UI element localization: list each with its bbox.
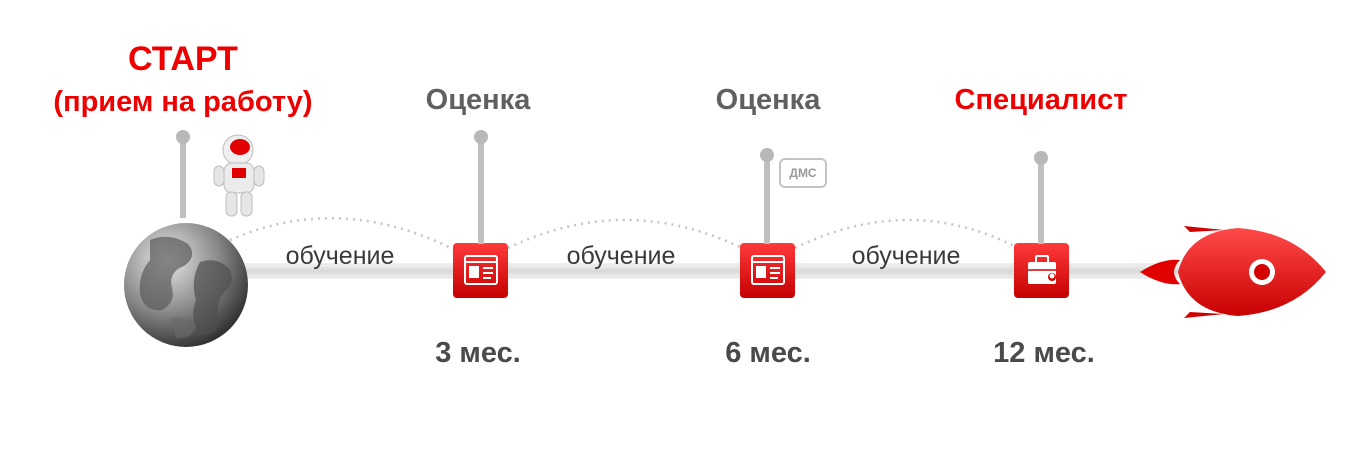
dms-badge: ДМС bbox=[779, 158, 827, 188]
thumbs-up-document-icon bbox=[453, 243, 508, 298]
milestone-2-period: 6 мес. bbox=[688, 337, 848, 370]
milestone-3-knob bbox=[1034, 151, 1048, 165]
start-marker-pole bbox=[180, 140, 186, 218]
milestone-3-pole bbox=[1038, 160, 1044, 244]
milestone-1-title: Оценка bbox=[378, 84, 578, 117]
briefcase-person-icon bbox=[1014, 243, 1069, 298]
milestone-3-period: 12 мес. bbox=[964, 337, 1124, 370]
milestone-2-pole bbox=[764, 158, 770, 244]
thumbs-up-document-icon bbox=[740, 243, 795, 298]
start-title: СТАРТ bbox=[83, 40, 283, 79]
milestone-1-knob bbox=[474, 130, 488, 144]
training-label: обучение bbox=[826, 242, 986, 271]
earth-globe-icon bbox=[124, 223, 248, 347]
start-subtitle: (прием на работу) bbox=[28, 86, 338, 119]
milestone-2-knob bbox=[760, 148, 774, 162]
milestone-2-title: Оценка bbox=[668, 84, 868, 117]
training-label: обучение bbox=[541, 242, 701, 271]
milestone-1-pole bbox=[478, 140, 484, 244]
rocket-icon bbox=[1140, 226, 1326, 318]
milestone-1-period: 3 мес. bbox=[398, 337, 558, 370]
milestone-3-title: Специалист bbox=[941, 84, 1141, 117]
astronaut-icon bbox=[214, 135, 264, 216]
training-label: обучение bbox=[260, 242, 420, 271]
start-marker-knob bbox=[176, 130, 190, 144]
